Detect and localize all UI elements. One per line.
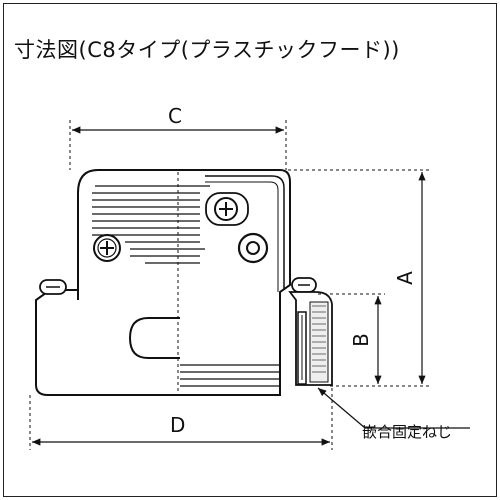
dimension-c-label: C [168,104,182,128]
lower-ribs [180,364,280,387]
dimension-d: D [29,388,333,450]
hood-shell-rail [205,175,285,290]
callout-label: 嵌合固定ねじ [362,423,452,441]
cable-slot [128,317,180,359]
dimension-d-label: D [170,413,185,437]
dimension-b-label: B [349,333,373,347]
edge-screw-left-icon [39,279,67,295]
clamp-screw-icon [214,197,238,221]
hood-ribs [92,185,210,264]
dsub-shell [288,291,333,386]
diagram-title: 寸法図(C8タイプ(プラスチックフード)) [14,38,400,62]
dimension-b: B [318,293,385,384]
hood-body [35,169,291,396]
dimension-a-label: A [393,271,417,285]
dimension-c: C [69,104,287,170]
hood-shell-rail-inner [205,181,279,292]
dimension-a: A [288,169,430,387]
washer-icon [237,232,269,264]
diagram-frame [3,3,497,497]
callout-leader [317,387,470,429]
edge-screw-right-icon [291,277,317,293]
side-screw-icon [93,234,121,262]
